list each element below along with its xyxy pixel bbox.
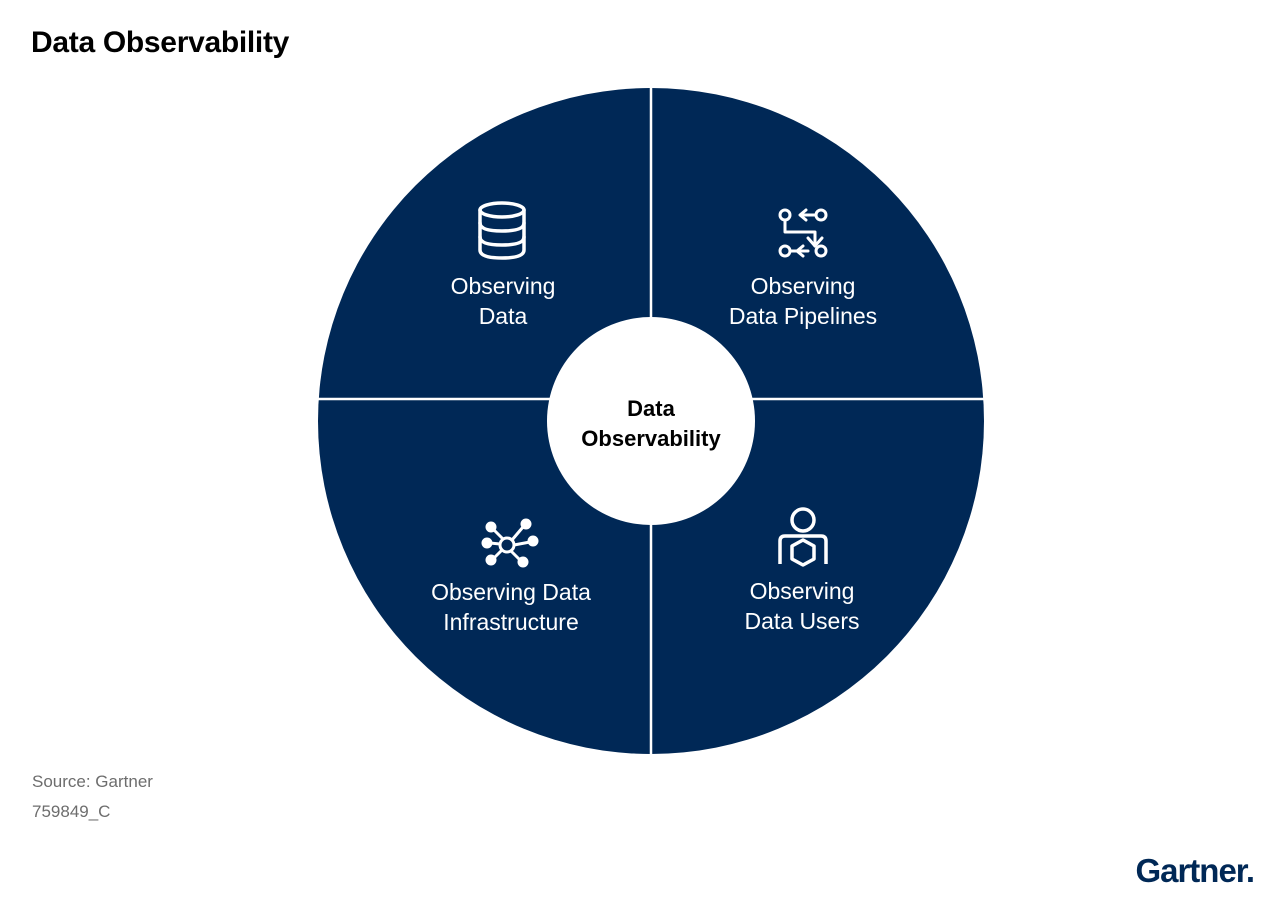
- network-hub-icon: [481, 518, 539, 568]
- quadrant-bottom-left: [318, 421, 651, 754]
- gartner-logo: Gartner.: [1135, 852, 1255, 889]
- quadrant-label-observing-data-infrastructure: Observing Data Infrastructure: [431, 579, 591, 635]
- figure-id: 759849_C: [32, 802, 111, 821]
- user-icon: [778, 507, 828, 567]
- pipeline-flow-icon: [778, 208, 828, 258]
- source-note: Source: Gartner: [32, 772, 153, 791]
- page-title: Data Observability: [31, 26, 290, 59]
- center-circle: [547, 317, 755, 525]
- quadrant-label-observing-data: Observing Data: [450, 273, 556, 329]
- quadrant-label-observing-data-users: Observing Data Users: [744, 578, 860, 634]
- center-label: Data Observability: [581, 396, 721, 451]
- quadrant-bottom-right: [651, 421, 984, 754]
- quadrant-label-observing-data-pipelines: Observing Data Pipelines: [728, 273, 878, 329]
- database-icon: [478, 201, 526, 260]
